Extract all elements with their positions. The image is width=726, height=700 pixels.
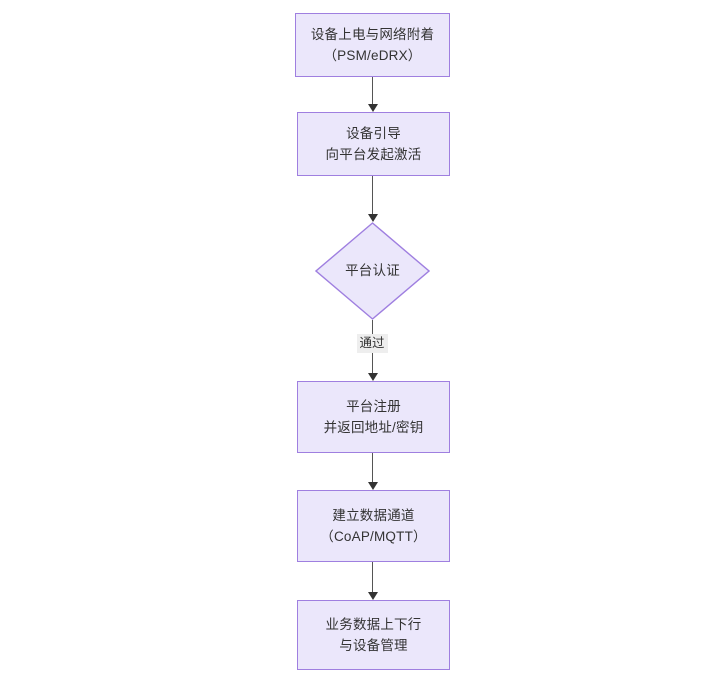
edge-label-通过: 通过 bbox=[356, 333, 388, 353]
arrow-head-icon bbox=[367, 482, 378, 490]
node-text-line: 建立数据通道 bbox=[332, 508, 415, 523]
edge-line bbox=[372, 562, 373, 592]
process-node-建立数据通道[interactable]: 建立数据通道 （CoAP/MQTT） bbox=[297, 490, 450, 562]
edge-n2-to-n3 bbox=[367, 176, 378, 222]
node-text-line: 平台认证 bbox=[345, 263, 400, 278]
edge-n4-to-n5 bbox=[367, 453, 378, 490]
edge-n5-to-n6 bbox=[367, 562, 378, 600]
process-node-业务数据上下行[interactable]: 业务数据上下行与设备管理 bbox=[297, 600, 450, 670]
node-text-line: 向平台发起激活 bbox=[325, 147, 422, 162]
node-label: 平台认证 bbox=[345, 261, 400, 281]
arrow-head-icon bbox=[367, 592, 378, 600]
process-node-平台注册[interactable]: 平台注册并返回地址/密钥 bbox=[297, 381, 450, 453]
node-text-line: 设备上电与网络附着 bbox=[310, 27, 435, 42]
node-text-line: 平台注册 bbox=[346, 399, 401, 414]
edge-line bbox=[372, 77, 373, 104]
edge-n1-to-n2 bbox=[367, 77, 378, 112]
node-text-line: （PSM/eDRX） bbox=[323, 48, 422, 63]
edge-line bbox=[372, 176, 373, 214]
decision-node-平台认证[interactable]: 平台认证 bbox=[315, 222, 430, 320]
arrow-head-icon bbox=[367, 214, 378, 222]
diamond-shape-icon bbox=[315, 222, 430, 320]
node-text-line: 并返回地址/密钥 bbox=[323, 420, 424, 435]
node-text-line: 与设备管理 bbox=[339, 638, 408, 653]
node-text-line: 业务数据上下行 bbox=[325, 617, 422, 632]
edge-line bbox=[372, 453, 373, 482]
process-node-设备引导[interactable]: 设备引导向平台发起激活 bbox=[297, 112, 450, 176]
arrow-head-icon bbox=[367, 373, 378, 381]
arrow-head-icon bbox=[367, 104, 378, 112]
node-text-line: （CoAP/MQTT） bbox=[320, 529, 427, 544]
node-text-line: 设备引导 bbox=[346, 126, 401, 141]
process-node-设备上电与网络附着[interactable]: 设备上电与网络附着 （PSM/eDRX） bbox=[295, 13, 450, 77]
